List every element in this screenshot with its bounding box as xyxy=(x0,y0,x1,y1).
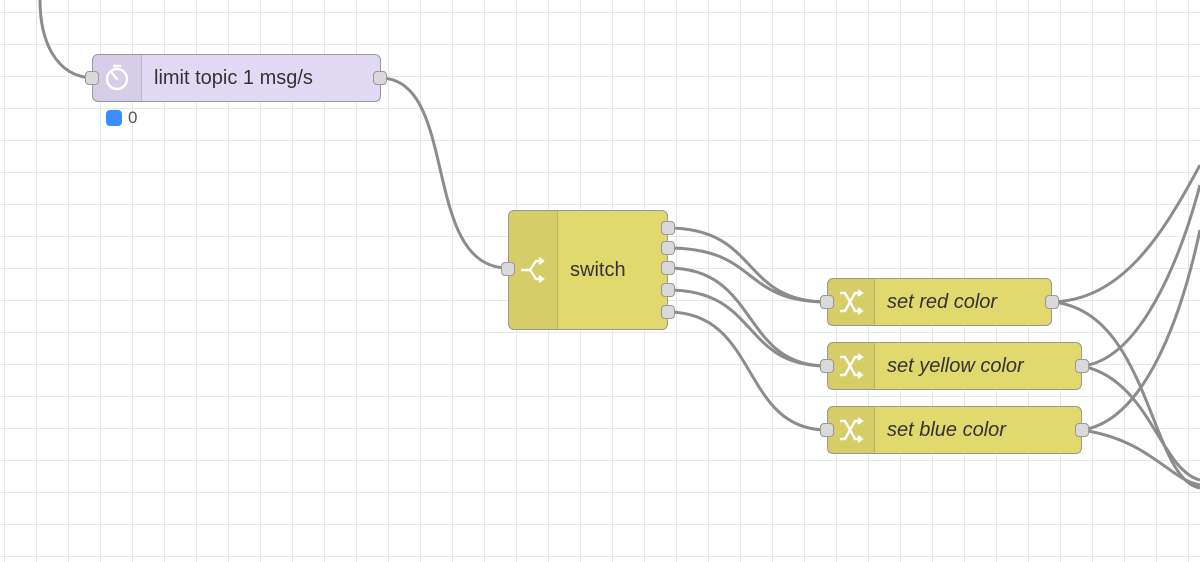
wire xyxy=(667,288,828,368)
set-yellow-node[interactable]: set yellow color xyxy=(827,342,1082,390)
set-blue-input-port[interactable] xyxy=(820,423,834,437)
wire xyxy=(1081,428,1200,487)
switch-node-output-port-1[interactable] xyxy=(661,221,675,235)
switch-node-output-port-2[interactable] xyxy=(661,241,675,255)
switch-node-output-port-5[interactable] xyxy=(661,305,675,319)
wire xyxy=(667,266,828,368)
change-icon xyxy=(840,289,864,315)
set-red-input-port[interactable] xyxy=(820,295,834,309)
wire xyxy=(1051,164,1200,304)
delay-node-status-text: 0 xyxy=(128,108,138,127)
switch-node-output-port-3[interactable] xyxy=(661,261,675,275)
change-icon xyxy=(840,417,864,443)
set-blue-output-port[interactable] xyxy=(1075,423,1089,437)
set-blue-icon-box xyxy=(828,407,875,453)
set-blue-node[interactable]: set blue color xyxy=(827,406,1082,454)
wire xyxy=(1081,229,1200,432)
wire xyxy=(667,246,828,304)
status-dot-icon xyxy=(106,110,122,126)
switch-icon xyxy=(521,257,545,283)
set-yellow-label: set yellow color xyxy=(887,354,1024,377)
wire xyxy=(379,76,509,270)
wire xyxy=(38,0,93,80)
change-icon xyxy=(840,353,864,379)
wire xyxy=(667,310,828,432)
wire xyxy=(1081,184,1200,368)
delay-node[interactable]: limit topic 1 msg/s xyxy=(92,54,381,102)
set-red-label: set red color xyxy=(887,290,998,313)
set-yellow-output-port[interactable] xyxy=(1075,359,1089,373)
switch-node-icon-box xyxy=(509,211,558,329)
set-red-node[interactable]: set red color xyxy=(827,278,1052,326)
wire xyxy=(1081,364,1200,482)
set-red-output-port[interactable] xyxy=(1045,295,1059,309)
switch-node-label: switch xyxy=(570,258,626,281)
wire xyxy=(1051,300,1200,490)
set-yellow-icon-box xyxy=(828,343,875,389)
delay-node-status: 0 xyxy=(106,108,137,128)
delay-node-label: limit topic 1 msg/s xyxy=(154,66,313,89)
set-yellow-input-port[interactable] xyxy=(820,359,834,373)
switch-node-input-port[interactable] xyxy=(501,262,515,276)
timer-icon xyxy=(105,64,129,91)
set-red-icon-box xyxy=(828,279,875,325)
switch-node-output-port-4[interactable] xyxy=(661,283,675,297)
delay-node-output-port[interactable] xyxy=(373,71,387,85)
set-blue-label: set blue color xyxy=(887,418,1006,441)
switch-node[interactable]: switch xyxy=(508,210,668,330)
delay-node-icon-box xyxy=(93,55,142,101)
delay-node-input-port[interactable] xyxy=(85,71,99,85)
